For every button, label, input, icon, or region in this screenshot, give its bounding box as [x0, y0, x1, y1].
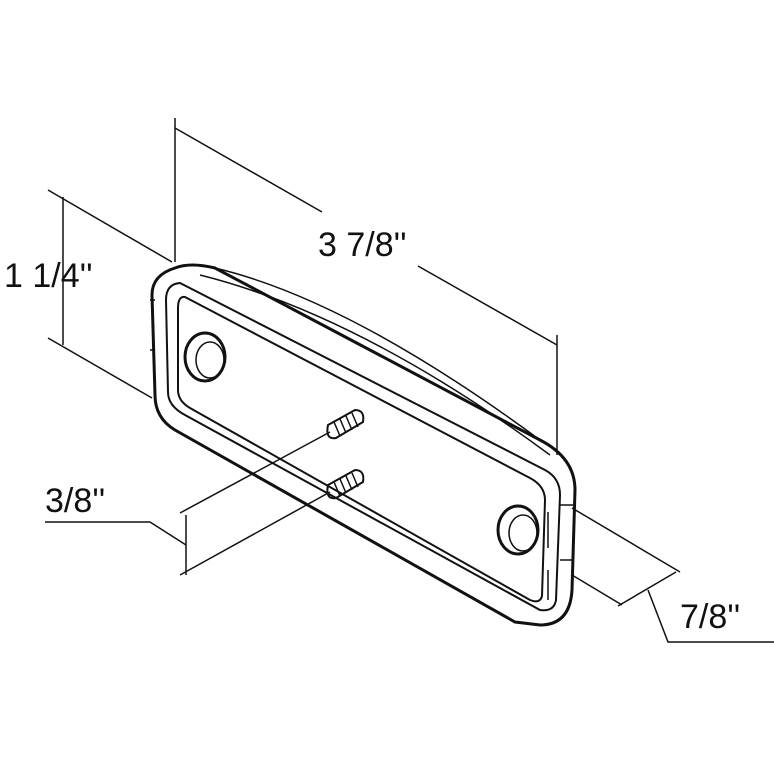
- stud-spacing-dimension: 3/8'': [45, 431, 331, 576]
- threaded-stud-lower: [326, 468, 365, 500]
- height-dimension: 1 1/4'': [4, 189, 173, 399]
- length-dimension: 3 7/8'': [174, 118, 558, 455]
- threaded-stud-upper: [326, 408, 365, 440]
- stud-spacing-label: 3/8'': [45, 482, 105, 520]
- depth-label: 7/8'': [680, 598, 740, 636]
- mounting-hole-right: [496, 504, 540, 556]
- height-label: 1 1/4'': [4, 257, 93, 295]
- length-label: 3 7/8'': [318, 226, 407, 264]
- mounting-hole-left: [183, 331, 227, 383]
- bracket-plate: [150, 263, 577, 627]
- depth-dimension: 7/8'': [571, 507, 774, 643]
